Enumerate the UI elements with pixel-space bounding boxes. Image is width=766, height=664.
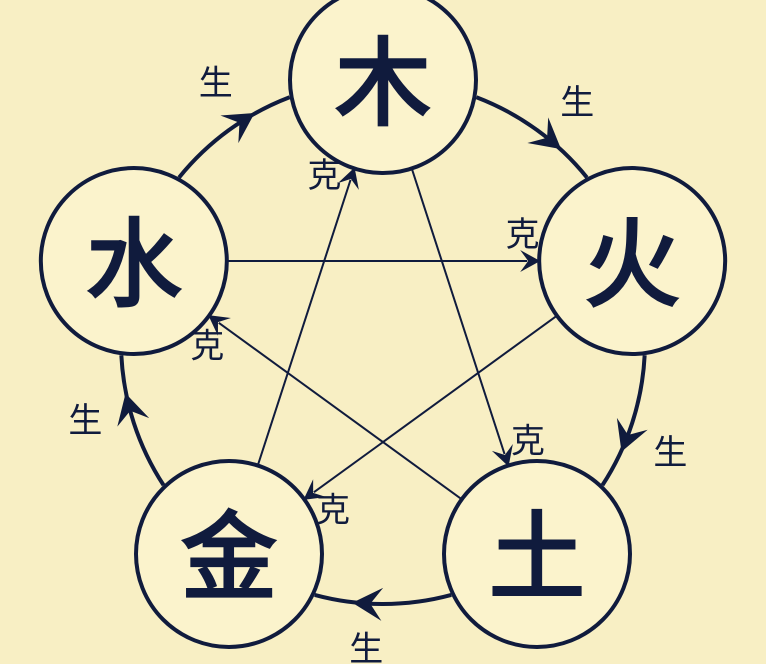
sheng-arc-metal-water [119, 355, 166, 487]
ke-line-metal-wood [256, 179, 352, 466]
element-label: 金 [180, 502, 278, 614]
element-circle [38, 166, 229, 357]
sheng-arrowhead-icon [616, 417, 648, 452]
ke-label: 克 [316, 491, 350, 531]
ke-line-fire-metal [313, 314, 558, 494]
ke-arrowhead-icon [208, 315, 231, 336]
sheng-label: 生 [560, 83, 594, 123]
sheng-arrowhead-icon [527, 117, 562, 150]
element-node-wood: 木 [288, 0, 478, 175]
sheng-label: 生 [68, 401, 102, 441]
element-label: 土 [489, 502, 585, 614]
ke-label: 克 [511, 422, 545, 462]
sheng-arrowhead-icon [117, 393, 150, 427]
element-circle [441, 458, 632, 649]
sheng-label: 生 [653, 433, 687, 473]
ke-arrowhead-icon [491, 444, 513, 467]
element-circle [134, 458, 325, 649]
sheng-arc-fire-earth [600, 355, 647, 487]
element-node-metal: 金 [134, 458, 325, 649]
element-nodes-layer: 木火土 金 水 [38, 0, 728, 649]
ke-line-wood-earth [410, 168, 506, 455]
ke-star-layer [208, 167, 558, 501]
element-node-earth: 土 [441, 458, 632, 649]
sheng-arc-water-wood [177, 95, 291, 179]
element-label: 木 [335, 28, 431, 140]
sheng-label: 生 [199, 63, 233, 103]
ke-arrowhead-icon [337, 167, 359, 190]
ke-arrowhead-icon [520, 250, 541, 273]
sheng-label: 生 [349, 630, 383, 664]
element-label: 水 [86, 209, 183, 321]
element-node-fire: 火 [537, 166, 728, 357]
element-label: 火 [584, 209, 680, 321]
ke-label: 克 [506, 215, 540, 255]
sheng-arc-earth-metal [314, 593, 452, 606]
element-circle [288, 0, 478, 175]
sheng-arrowhead-icon [220, 113, 255, 144]
sheng-cycle-layer [117, 95, 648, 621]
ke-line-earth-water [218, 321, 463, 501]
element-node-water: 水 [38, 166, 229, 357]
ke-arrowhead-icon [303, 479, 327, 500]
ke-label: 克 [307, 156, 341, 196]
element-circle [537, 166, 728, 357]
ke-label: 克 [190, 327, 224, 367]
sheng-arc-wood-fire [475, 95, 589, 179]
sheng-arrowhead-icon [352, 587, 384, 621]
